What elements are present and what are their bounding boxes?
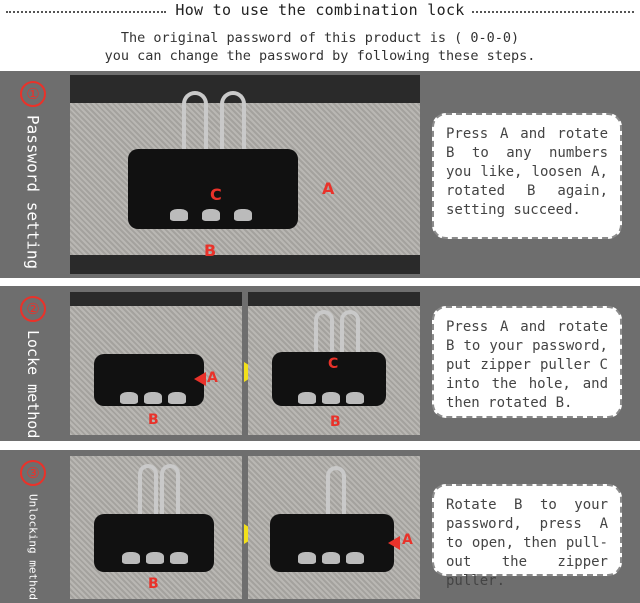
zipper-pull (138, 464, 158, 526)
dial (322, 392, 340, 404)
dial (234, 209, 252, 221)
dial (298, 392, 316, 404)
tag-label: B (148, 412, 159, 428)
subtitle-line-2: you can change the password by following… (104, 48, 536, 64)
step-panel-unlocking-method: ③ Unlocking method B A Rotate B to your … (0, 450, 640, 603)
step-side-label: ③ Unlocking method (12, 450, 54, 603)
page-title: How to use the combination lock (175, 1, 465, 19)
step-label: Password setting (23, 115, 43, 270)
instruction-text: Press A and rotate B to any numbers you … (446, 126, 608, 218)
dial (202, 209, 220, 221)
instruction-box: Rotate B to your password, press A to op… (432, 484, 622, 589)
zipper-pull (182, 91, 208, 165)
lock-photo-after: C B (248, 292, 420, 435)
zipper-pull (160, 464, 180, 526)
lock-photo-after: A (248, 456, 420, 599)
zipper-pull (220, 91, 246, 165)
zipper-pull (326, 466, 346, 520)
tag-label: C (328, 356, 339, 372)
dotted-divider-right (472, 11, 634, 13)
dial (298, 552, 316, 564)
tag-label: C (210, 185, 222, 204)
dial (120, 392, 138, 404)
dial (346, 552, 364, 564)
lock-photo-before: B (70, 456, 242, 599)
dial (168, 392, 186, 404)
instruction-text: Press A and rotate B to your password, p… (446, 319, 608, 411)
red-arrow (388, 536, 400, 550)
step-panel-locke-method: ② Locke method A B C B Press A and rotat… (0, 286, 640, 441)
zipper-pull (340, 310, 360, 364)
tag-label: B (148, 576, 159, 592)
dial (170, 552, 188, 564)
lock-photo: C A B (70, 75, 420, 274)
step-side-label: ① Password setting (12, 71, 54, 278)
header: How to use the combination lock The orig… (0, 0, 640, 72)
tag-label: B (330, 414, 341, 430)
red-arrow (194, 372, 206, 386)
step-number: ③ (20, 460, 46, 486)
step-panel-password-setting: ① Password setting C A B Press A and rot… (0, 71, 640, 278)
instruction-text: Rotate B to your password, press A to op… (446, 497, 608, 589)
dial (170, 209, 188, 221)
step-side-label: ② Locke method (12, 286, 54, 441)
dial (146, 552, 164, 564)
tag-label: B (204, 241, 217, 260)
strap (70, 292, 242, 306)
step-label: Locke method (24, 330, 42, 439)
title-row: How to use the combination lock (0, 0, 640, 22)
strap (70, 255, 420, 274)
tag-label: A (207, 370, 218, 386)
lock-photo-before: A B (70, 292, 242, 435)
tag-label: A (402, 532, 413, 548)
step-number: ② (20, 296, 46, 322)
dial (122, 552, 140, 564)
zipper-pull (314, 310, 334, 364)
dial (144, 392, 162, 404)
dial (346, 392, 364, 404)
tag-label: A (322, 179, 335, 198)
instruction-box: Press A and rotate B to your password, p… (432, 306, 622, 418)
instruction-box: Press A and rotate B to any numbers you … (432, 113, 622, 239)
strap (248, 292, 420, 306)
page-subtitle: The original password of this product is… (0, 29, 640, 65)
step-label: Unlocking method (26, 494, 40, 600)
dial (322, 552, 340, 564)
subtitle-line-1: The original password of this product is… (120, 30, 520, 46)
step-number: ① (20, 81, 46, 107)
dotted-divider-left (6, 11, 166, 13)
